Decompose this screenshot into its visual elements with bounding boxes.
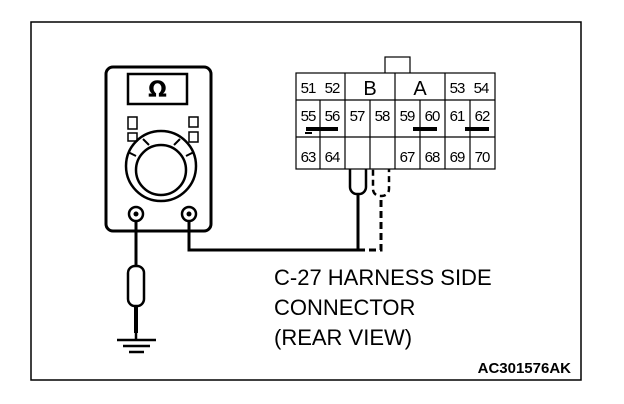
indicator-square xyxy=(127,116,138,130)
pin-67: 67 xyxy=(400,149,415,166)
selector-dial-knob[interactable] xyxy=(134,143,188,197)
alternate-lead-wire xyxy=(358,194,383,252)
ground-lead xyxy=(117,221,156,354)
pin-58: 58 xyxy=(375,108,390,125)
pin-51: 51 xyxy=(301,80,316,97)
cavity-label-b: B xyxy=(363,78,376,100)
pin-53: 53 xyxy=(450,80,465,97)
pin-64: 64 xyxy=(325,149,340,166)
pin-68: 68 xyxy=(425,149,440,166)
ohm-symbol: Ω xyxy=(148,78,167,103)
cavity-label-a: A xyxy=(413,78,427,100)
indicator-square xyxy=(188,116,199,128)
pin-56: 56 xyxy=(325,108,340,125)
multimeter-display xyxy=(126,72,189,106)
pin-57: 57 xyxy=(350,108,365,125)
indicator-square xyxy=(188,131,199,143)
caption-line-3: (REAR VIEW) xyxy=(274,325,412,350)
pin-70: 70 xyxy=(475,149,490,166)
pin-59: 59 xyxy=(400,108,415,125)
dial-tick xyxy=(173,138,181,146)
figure-frame xyxy=(30,21,582,381)
pin-52: 52 xyxy=(325,80,340,97)
com-terminal-hole xyxy=(133,211,139,217)
connector-lock-tab xyxy=(384,56,411,75)
pin-55: 55 xyxy=(301,108,316,125)
pin-54: 54 xyxy=(474,80,489,97)
ground-probe-handle[interactable] xyxy=(126,264,146,308)
dial-tick xyxy=(127,151,137,157)
caption-line-2: CONNECTOR xyxy=(274,295,415,320)
pin-61: 61 xyxy=(450,108,465,125)
pin-60: 60 xyxy=(425,108,440,125)
dial-tick xyxy=(185,151,195,157)
c27-connector: B A 51 52 53 54 55 56 57 58 59 60 61 62 … xyxy=(295,56,496,170)
dial-tick xyxy=(142,138,150,146)
ohm-terminal-hole xyxy=(186,211,192,217)
test-lead-wire xyxy=(187,192,360,252)
caption-line-1: C-27 HARNESS SIDE xyxy=(274,265,492,290)
pin-69: 69 xyxy=(450,149,465,166)
pin-63: 63 xyxy=(301,149,316,166)
figure-code: AC301576AK xyxy=(478,360,572,377)
indicator-square xyxy=(127,132,138,142)
selector-dial-ring[interactable] xyxy=(124,129,198,203)
pin-62: 62 xyxy=(475,108,490,125)
multimeter: Ω xyxy=(104,65,213,233)
